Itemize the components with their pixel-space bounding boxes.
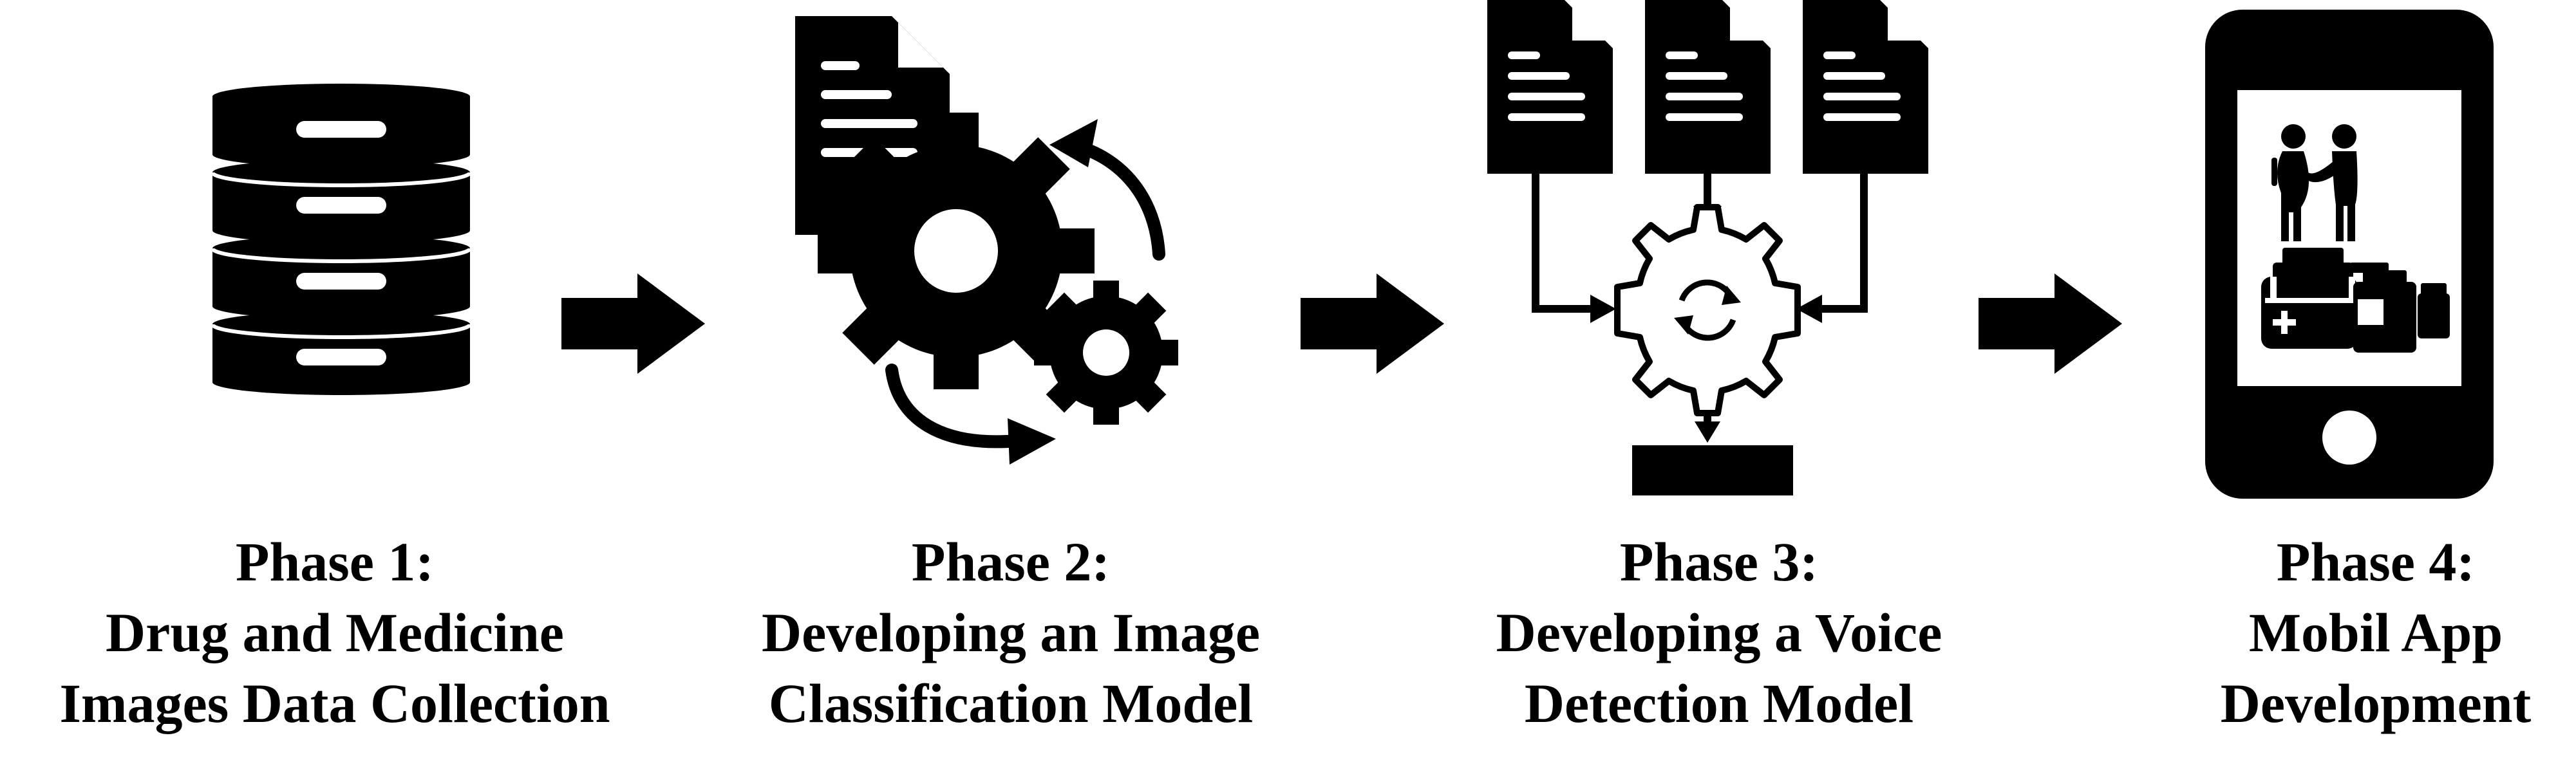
gears-document-icon [795,16,1178,465]
phase-1-line-2: Images Data Collection [59,672,610,734]
phase-4-line-2: Development [2220,672,2532,734]
phase-4-caption: Phase 4: Mobil App Development [2183,526,2569,739]
phase-1-title: Phase 1: [235,531,435,593]
doctor-patient-icon [2271,124,2358,241]
documents-gear-icon [1487,0,1928,495]
phase-3-title: Phase 3: [1619,531,1819,593]
large-gear-icon [818,113,1095,389]
phase-2-caption: Phase 2: Developing an Image Classificat… [695,526,1326,739]
phase-4-line-1: Mobil App [2248,602,2503,663]
flow-arrow-1 [561,273,705,374]
database-icon [211,84,472,395]
phase-4-title: Phase 4: [2276,531,2476,593]
flow-arrow-3 [1979,273,2122,374]
phase-2-line-1: Developing an Image [762,602,1260,663]
process-gear-icon [1614,204,1801,416]
mobile-phone-icon [2205,10,2494,499]
phase-1-line-1: Drug and Medicine [106,602,564,663]
phase-2-title: Phase 2: [911,531,1111,593]
phase-3-line-2: Detection Model [1524,672,1914,734]
phase-3-line-1: Developing a Voice [1496,602,1942,663]
medicine-bottles-icon [2261,248,2450,353]
output-bar [1632,445,1793,495]
input-arrows [1532,174,1868,425]
home-button-icon [2322,411,2376,465]
small-gear-icon [1034,281,1178,425]
phase-2-line-2: Classification Model [768,672,1254,734]
phase-3-caption: Phase 3: Developing a Voice Detection Mo… [1404,526,2035,739]
flow-arrow-2 [1301,273,1444,374]
phase-1-caption: Phase 1: Drug and Medicine Images Data C… [19,526,650,739]
